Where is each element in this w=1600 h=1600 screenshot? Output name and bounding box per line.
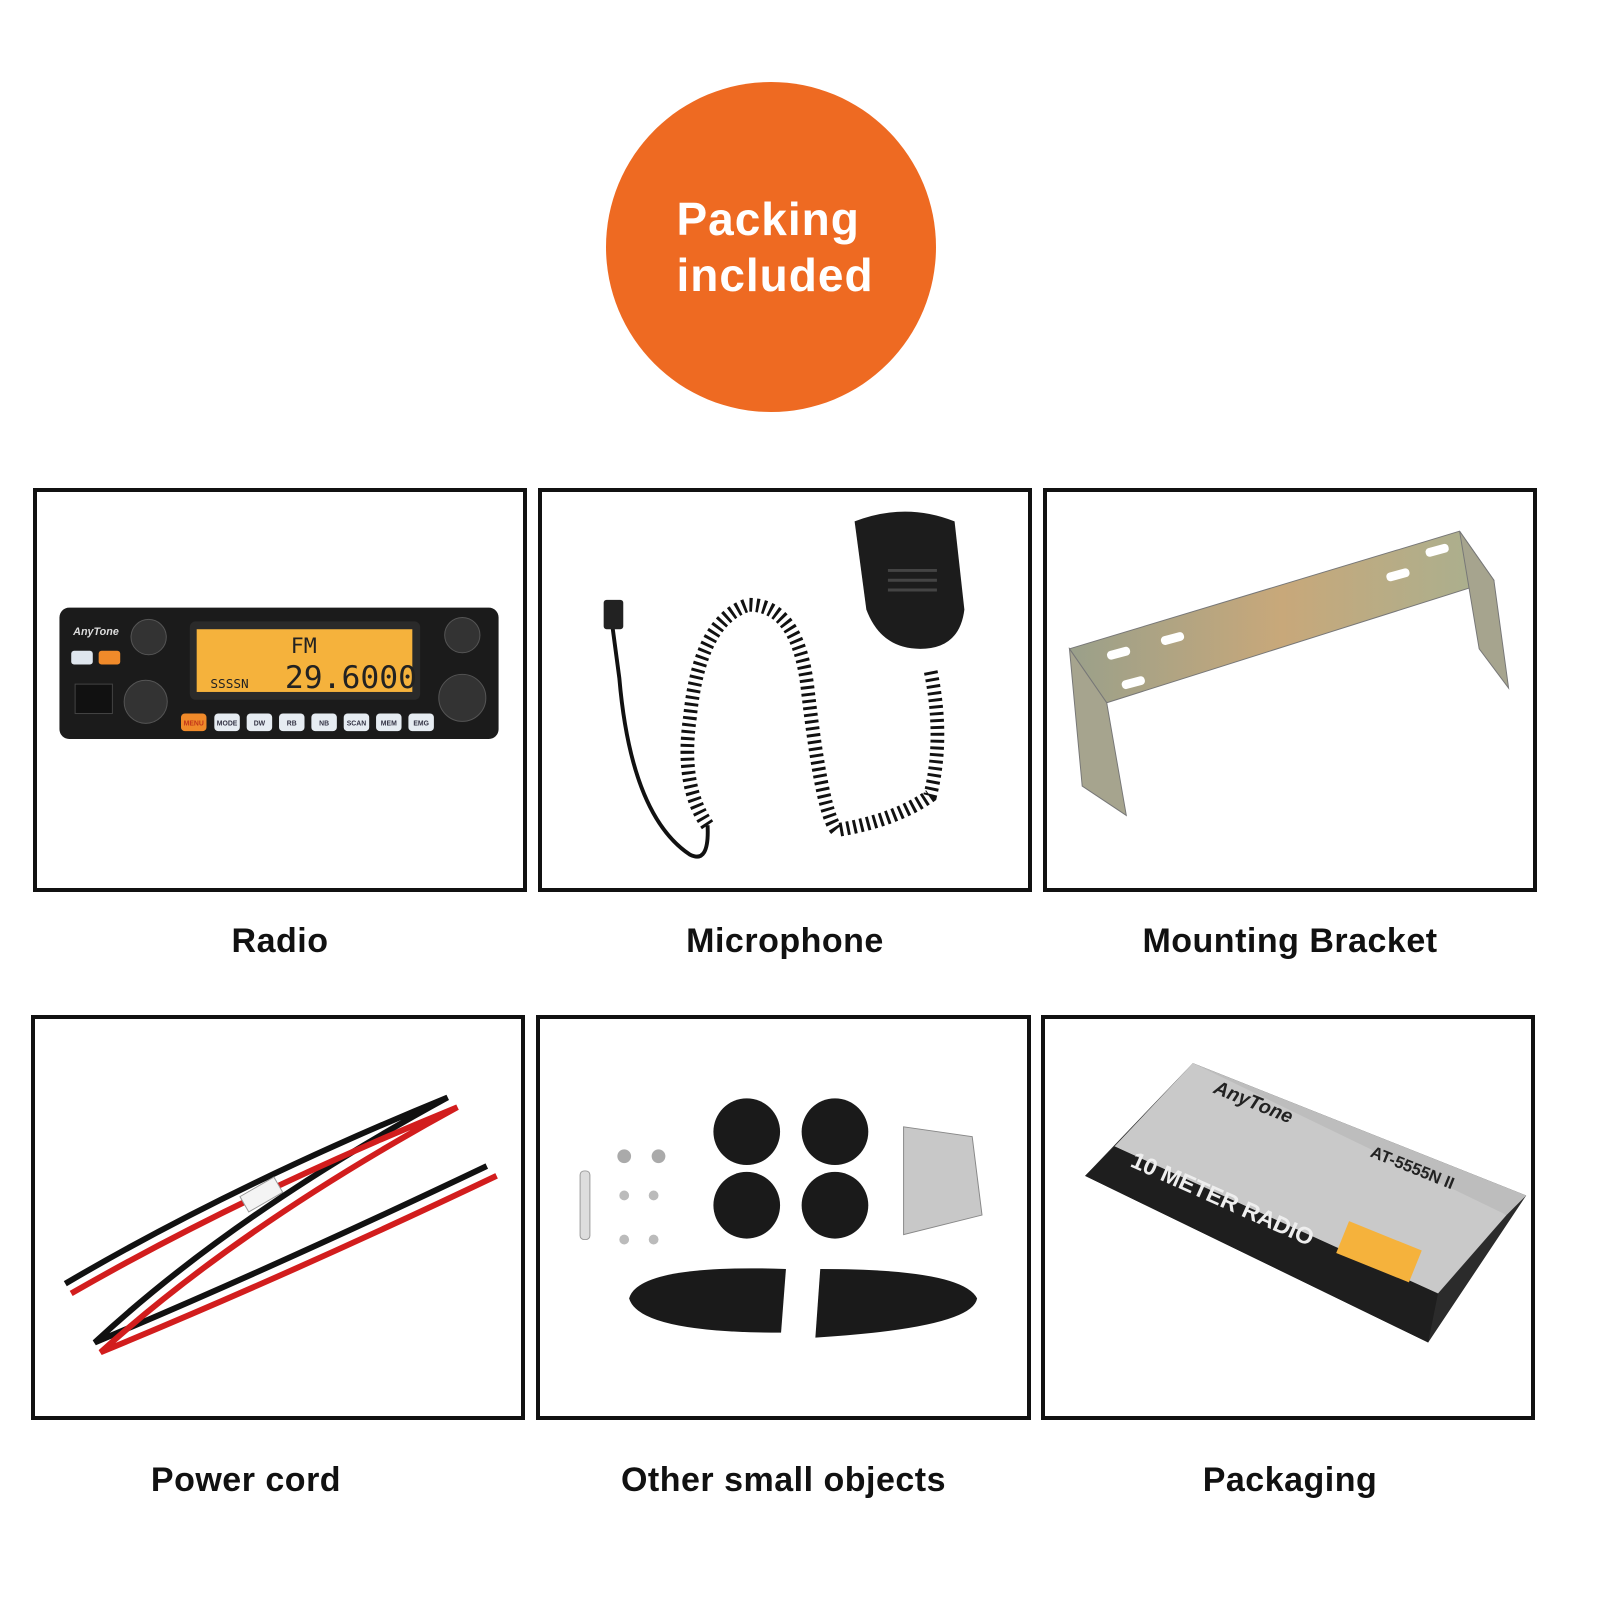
item-label-power-cord: Power cord — [150, 1461, 342, 1499]
radio-buttons: MENU MODE DW RB NB SCAN MEM EMG — [181, 713, 434, 732]
radio-button-nb: NB — [319, 720, 329, 727]
power-cord-image — [31, 1015, 525, 1420]
lcd-mode: FM — [291, 634, 317, 659]
microphone-image — [538, 488, 1032, 892]
radio-button-dw: DW — [254, 720, 266, 727]
radio-button-rb: RB — [287, 720, 297, 727]
item-label-packaging: Packaging — [1202, 1461, 1378, 1499]
radio-button-mem: MEM — [381, 720, 397, 727]
packaging-image: AnyTone AT-5555N II 10 METER RADIO — [1041, 1015, 1535, 1420]
item-label-mounting-bracket: Mounting Bracket — [1142, 922, 1438, 960]
radio-button-menu: MENU — [184, 720, 204, 727]
radio-button-scan: SCAN — [347, 720, 366, 727]
bracket-image — [1043, 488, 1537, 892]
radio-button-mode: MODE — [217, 720, 238, 727]
packing-included-badge: Packing included — [606, 82, 936, 412]
radio-brand: AnyTone — [72, 626, 119, 638]
radio-image: FM 29.6000 SSSSN AnyTone MENU MODE DW RB… — [33, 488, 527, 892]
lcd-meter: SSSSN — [210, 677, 248, 692]
lcd-frequency: 29.6000 — [285, 660, 417, 696]
item-label-microphone: Microphone — [686, 922, 884, 960]
item-label-other-small-objects: Other small objects — [620, 1461, 947, 1499]
radio-button-emg: EMG — [413, 720, 429, 727]
accessories-image — [536, 1015, 1031, 1420]
badge-title: Packing included — [676, 193, 874, 301]
item-label-radio: Radio — [231, 922, 329, 960]
